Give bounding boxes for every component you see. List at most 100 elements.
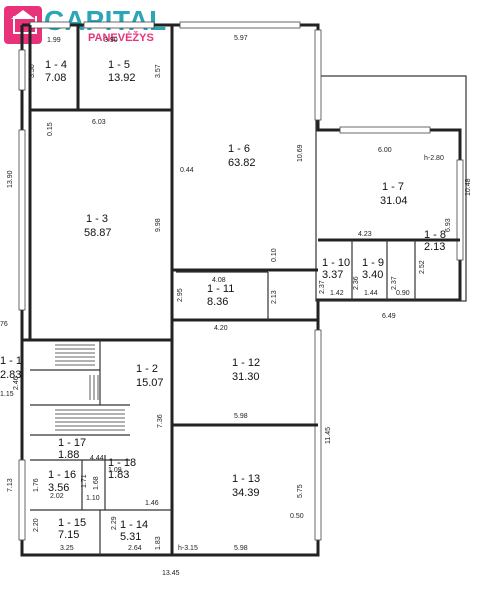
dim: 1.10 (86, 495, 100, 502)
dim: 5.75 (297, 484, 304, 498)
dim: 3.90 (104, 37, 118, 44)
room-id-1-18: 1 - 18 (108, 457, 136, 469)
room-area-1-9: 3.40 (362, 269, 383, 281)
dim: 0.50 (290, 513, 304, 520)
room-id-1-9: 1 - 9 (362, 257, 384, 269)
dim: 10.48 (465, 178, 472, 196)
dim: 0.90 (396, 290, 410, 297)
dim: 2.95 (177, 288, 184, 302)
dim: 1.42 (330, 290, 344, 297)
room-labels: 1 - 1 2.83 1 - 2 15.07 1 - 3 58.87 1 - 4… (0, 59, 446, 543)
room-id-1-7: 1 - 7 (382, 181, 404, 193)
dim: 2.64 (128, 545, 142, 552)
stairs (55, 344, 125, 431)
dim: 0.44 (180, 167, 194, 174)
dim: 1.99 (47, 37, 61, 44)
dim: 0.10 (271, 248, 278, 262)
dim: 2.52 (419, 260, 426, 274)
dim: 2.29 (111, 516, 118, 530)
dim: 5.98 (234, 545, 248, 552)
dim: 2.37 (319, 280, 326, 294)
room-area-1-6: 63.82 (228, 157, 256, 169)
dim: 1.76 (33, 478, 40, 492)
room-id-1-4: 1 - 4 (45, 59, 67, 71)
room-id-1-1: 1 - 1 (0, 355, 22, 367)
room-area-1-10: 3.37 (322, 269, 343, 281)
room-area-1-11: 8.36 (207, 296, 228, 308)
room-area-1-8: 2.13 (424, 241, 445, 253)
dim: 6.93 (445, 218, 452, 232)
room-id-1-15: 1 - 15 (58, 517, 86, 529)
dim: 9.98 (155, 218, 162, 232)
dim: 11.45 (325, 427, 332, 444)
dim: 2.46 (13, 376, 20, 390)
room-area-1-1: 2.83 (0, 369, 21, 381)
brand-name: CAPITAL (44, 4, 167, 36)
room-id-1-14: 1 - 14 (120, 519, 148, 531)
dim: 2.37 (391, 276, 398, 290)
room-id-1-2: 1 - 2 (136, 363, 158, 375)
brand-logo: CAPITAL PANEVĖŽYS (4, 4, 167, 46)
room-id-1-13: 1 - 13 (232, 473, 260, 485)
room-area-1-15: 7.15 (58, 529, 79, 541)
dim: 0.15 (47, 122, 54, 136)
room-id-1-3: 1 - 3 (86, 213, 108, 225)
dim: 13.90 (7, 170, 14, 188)
dim: 1.46 (145, 500, 159, 507)
room-area-1-18: 1.83 (108, 469, 129, 481)
brand-text: CAPITAL PANEVĖŽYS (44, 4, 167, 44)
dim: 1.83 (155, 536, 162, 550)
room-area-1-12: 31.30 (232, 371, 260, 383)
dimension-labels: 1.99 3.90 5.97 3.56 3.57 0.15 6.03 13.90… (0, 35, 472, 577)
brand-city: PANEVĖŽYS (88, 31, 154, 44)
dim: 5.97 (234, 35, 248, 42)
room-area-1-7: 31.04 (380, 195, 408, 207)
dim: 4.08 (212, 277, 226, 284)
dim: 7.13 (7, 478, 14, 492)
room-area-1-5: 13.92 (108, 72, 136, 84)
room-id-1-16: 1 - 16 (48, 469, 76, 481)
room-id-1-5: 1 - 5 (108, 59, 130, 71)
dim: 6.49 (382, 313, 396, 320)
dim: 3.25 (60, 545, 74, 552)
room-area-1-4: 7.08 (45, 72, 66, 84)
dim: 4.20 (214, 325, 228, 332)
room-id-1-6: 1 - 6 (228, 143, 250, 155)
windows (18, 21, 464, 541)
dim: 1.15 (0, 391, 14, 398)
dim: 4.23 (358, 231, 372, 238)
dim: 5.98 (234, 413, 248, 420)
dim: 1.44 (364, 290, 378, 297)
room-area-1-13: 34.39 (232, 487, 260, 499)
dim: 2.02 (50, 493, 64, 500)
dim: 1.68 (93, 476, 100, 490)
dim: 2.36 (353, 276, 360, 290)
room-area-1-2: 15.07 (136, 377, 164, 389)
dim: 4.44 (90, 455, 104, 462)
dim: 76 (0, 321, 8, 328)
dim: 6.00 (378, 147, 392, 154)
room-id-1-17: 1 - 17 (58, 437, 86, 449)
room-id-1-12: 1 - 12 (232, 357, 260, 369)
room-id-1-8: 1 - 8 (424, 229, 446, 241)
dim: 13.45 (162, 570, 180, 577)
room-id-1-11: 1 - 11 (207, 283, 234, 295)
dim: 7.36 (157, 414, 164, 428)
dim: h-3.15 (178, 545, 198, 552)
dim: 1.71 (81, 474, 88, 488)
dim: 3.57 (155, 64, 162, 78)
dim: 6.03 (92, 119, 106, 126)
room-area-1-14: 5.31 (120, 531, 141, 543)
room-area-1-3: 58.87 (84, 227, 112, 239)
dim: 1.09 (108, 467, 122, 474)
dim: 10.69 (297, 144, 304, 162)
dim: 2.13 (271, 290, 278, 304)
interior-walls (22, 25, 460, 555)
dim: 3.56 (29, 64, 36, 78)
room-id-1-10: 1 - 10 (322, 257, 350, 269)
dim: h-2.80 (424, 155, 444, 162)
dim: 2.20 (33, 518, 40, 532)
room-area-1-16: 3.56 (48, 482, 69, 494)
room-area-1-17: 1.88 (58, 449, 79, 461)
